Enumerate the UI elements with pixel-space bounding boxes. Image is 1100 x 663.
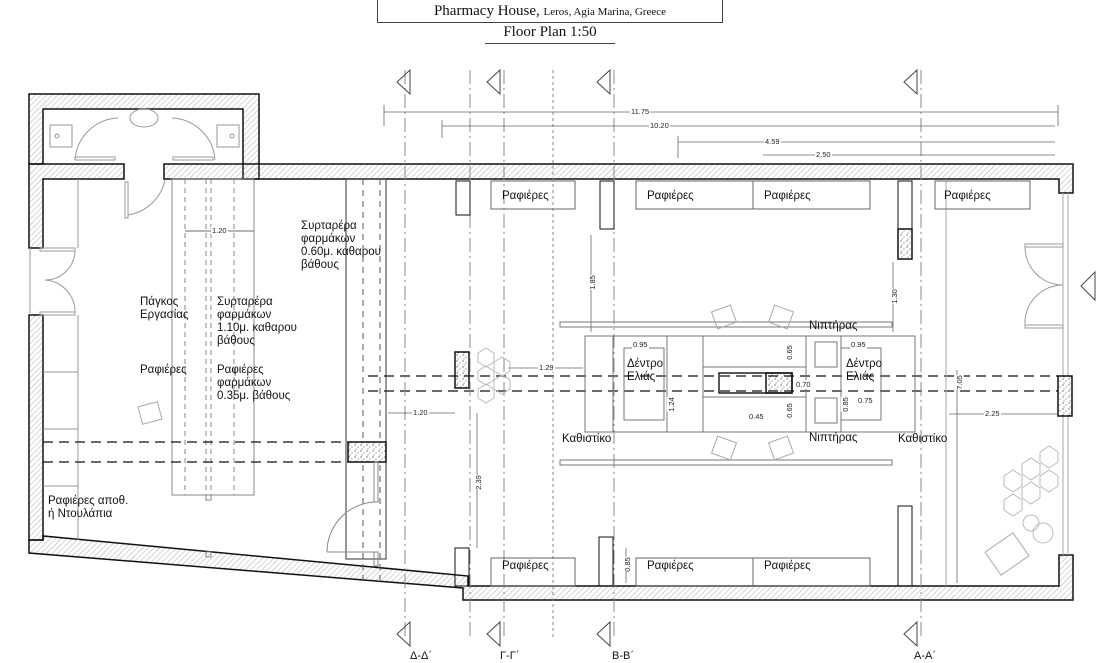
label-seating-left: Καθιστίκο [562, 433, 612, 445]
label-drug-shelves-035: Ραφιέρες φαρμάκων 0.35μ. βάθους [217, 364, 291, 402]
label-storage: Ραφιέρες αποθ. ή Ντουλάπια [48, 495, 129, 520]
inner-door [326, 461, 379, 567]
left-storage [43, 179, 79, 540]
label-olive-tree-right: Δέντρο Ελιάς [846, 358, 883, 383]
label-shelves-left: Ραφιέρες [140, 364, 187, 376]
dim-0-70: 0.70 [795, 380, 812, 389]
right-window [1062, 193, 1069, 555]
label-olive-tree-left: Δέντρο Ελιάς [627, 358, 664, 383]
dim-0-95-right: 0.95 [850, 340, 867, 349]
dim-10-20: 10.20 [649, 121, 670, 130]
section-label-g: Γ-Γ΄ [500, 650, 520, 662]
label-work-counter: Πάγκος Εργασίας [140, 296, 189, 321]
section-label-a: Α-Α΄ [914, 650, 936, 662]
dim-1-30: 1.30 [889, 289, 899, 304]
title-box: Pharmacy House, Leros, Agia Marina, Gree… [377, 0, 723, 23]
label-sink-top: Νιπτήρας [809, 320, 858, 332]
dim-0-45: 0.45 [748, 412, 765, 421]
label-shelves-top-2: Ραφιέρες [647, 190, 694, 202]
section-label-b: Β-Β΄ [612, 650, 634, 662]
label-seating-right: Καθιστίκο [898, 433, 948, 445]
dim-1-29: 1.29 [538, 363, 555, 372]
chairs [137, 304, 1030, 576]
dim-0-65-b: 0.65 [784, 403, 794, 418]
title-location: Leros, Agia Marina, Greece [543, 6, 667, 18]
dim-1-20-top: 1.20 [211, 226, 228, 235]
dim-0-65-a: 0.65 [784, 345, 794, 360]
plan-subtitle: Floor Plan 1:50 [485, 24, 615, 44]
dimension-lines [185, 105, 1059, 583]
dim-1-85: 1.85 [587, 275, 597, 290]
label-shelves-top-4: Ραφιέρες [944, 190, 991, 202]
drawer-column [345, 178, 387, 580]
hexagon-decor [477, 347, 1059, 544]
section-label-d: Δ-Δ΄ [410, 650, 433, 662]
label-shelves-bottom-2: Ραφιέρες [647, 560, 694, 572]
label-drug-drawers-060: Συρταρέρα φαρμάκων 0.60μ. καθαρου βάθους [301, 220, 381, 271]
dim-0-85-bottom: 0.85 [622, 557, 632, 572]
dim-2-50: 2.50 [815, 150, 832, 159]
wc-fixtures [49, 108, 240, 219]
section-lines [404, 70, 947, 640]
label-drug-drawers-110: Συρταρέρα φαρμάκων 1.10μ. καθαρου βάθους [217, 296, 297, 347]
section-markers [396, 68, 1096, 648]
dim-2-25: 2.25 [984, 409, 1001, 418]
shelves [454, 180, 1031, 587]
label-shelves-bottom-1: Ραφιέρες [502, 560, 549, 572]
dim-2-39: 2.39 [473, 475, 483, 490]
dim-4-59: 4.59 [764, 137, 781, 146]
dim-0-75: 0.75 [857, 396, 874, 405]
label-shelves-top-3: Ραφιέρες [764, 190, 811, 202]
dim-1-24: 1.24 [666, 397, 676, 412]
exterior-walls [28, 93, 1074, 601]
beam-lines [43, 375, 1058, 463]
right-door [1024, 243, 1064, 329]
dim-0-85-right: 0.85 [840, 397, 850, 412]
label-shelves-top-1: Ραφιέρες [502, 190, 549, 202]
label-sink-bottom: Νιπτήρας [809, 432, 858, 444]
title-main: Pharmacy House, [433, 3, 540, 19]
dim-7-05: 7.05 [954, 375, 964, 390]
structural-columns [347, 228, 1073, 463]
label-shelves-bottom-3: Ραφιέρες [764, 560, 811, 572]
dim-1-20-mid: 1.20 [412, 408, 429, 417]
left-door [29, 247, 76, 316]
dim-11-75: 11.75 [630, 107, 651, 116]
dim-0-95-left: 0.95 [632, 340, 649, 349]
